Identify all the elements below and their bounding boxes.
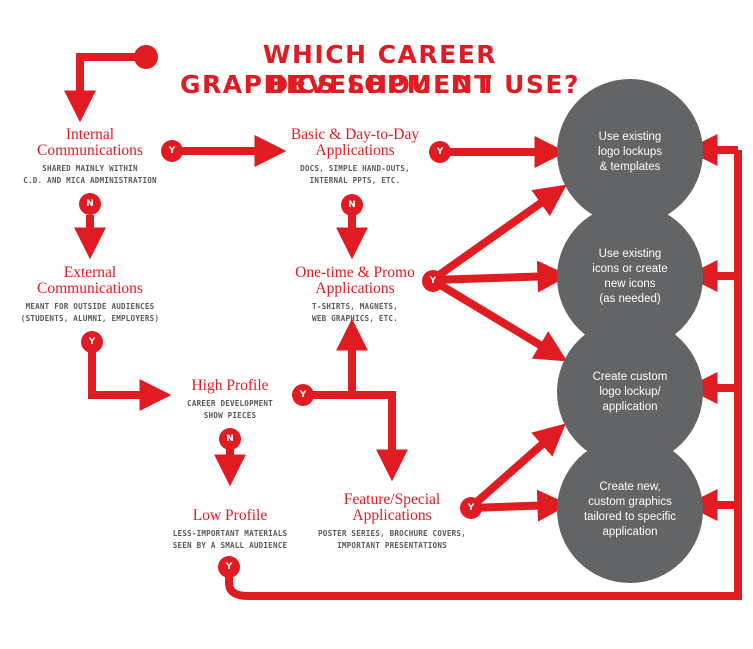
connector-start — [64, 53, 144, 123]
node-description: DOCS, SIMPLE HAND-OUTS,INTERNAL PPTS, ET… — [300, 164, 410, 185]
node-name: Internal — [65, 126, 115, 143]
node-onetime-applications: One-time & Promo Applications T-SHIRTS, … — [280, 265, 430, 325]
diagram-title-line1: WHICH CAREER DEVELOPMENT — [262, 40, 498, 99]
node-internal-communications: Internal Communications SHARED MAINLY WI… — [15, 127, 165, 187]
node-name: Communications — [37, 142, 143, 159]
connector-onetime-outcome3 — [429, 276, 568, 362]
connector-onetime-outcome2 — [431, 260, 570, 293]
connector-low-return — [225, 150, 742, 600]
badge-yes-external: Y — [81, 331, 103, 353]
connector-high-feature — [352, 391, 408, 482]
node-name: Communications — [37, 280, 143, 297]
badge-no-internal: N — [79, 193, 101, 215]
node-description: MEANT FOR OUTSIDE AUDIENCES(STUDENTS, AL… — [20, 302, 160, 323]
node-name: Basic & Day-to-Day — [290, 126, 420, 143]
node-name: Applications — [315, 280, 395, 297]
connector-onetime-outcome1 — [429, 184, 567, 284]
node-name: One-time & Promo — [295, 264, 415, 281]
badge-yes-feature: Y — [460, 497, 482, 519]
badge-yes-internal: Y — [161, 140, 183, 162]
badge-no-basic: N — [341, 194, 363, 216]
connector-feature-outcome3 — [467, 423, 566, 511]
start-dot — [134, 45, 158, 69]
node-name: High Profile — [191, 377, 269, 394]
node-name: Applications — [352, 507, 432, 524]
node-external-communications: External Communications MEANT FOR OUTSID… — [8, 265, 172, 325]
connector-external-high — [88, 342, 172, 411]
connector-feature-outcome4 — [469, 489, 570, 522]
badge-yes-low-profile: Y — [218, 556, 240, 578]
badge-no-high-profile: N — [219, 428, 241, 450]
node-description: T-SHIRTS, MAGNETS,WEB GRAPHICS, ETC. — [312, 302, 398, 323]
node-basic-applications: Basic & Day-to-Day Applications DOCS, SI… — [280, 127, 430, 187]
node-name: Feature/Special — [343, 491, 441, 508]
badge-yes-basic: Y — [429, 141, 451, 163]
node-description: POSTER SERIES, BROCHURE COVERS,IMPORTANT… — [318, 529, 466, 550]
diagram-title-line2: GRAPHICS SHOULD I USE? — [180, 70, 580, 99]
badge-yes-high-profile: Y — [292, 384, 314, 406]
node-name: External — [63, 264, 117, 281]
node-name: Applications — [315, 142, 395, 159]
node-name: Low Profile — [192, 507, 268, 524]
badge-yes-onetime: Y — [422, 270, 444, 292]
node-feature-applications: Feature/Special Applications POSTER SERI… — [306, 492, 478, 552]
